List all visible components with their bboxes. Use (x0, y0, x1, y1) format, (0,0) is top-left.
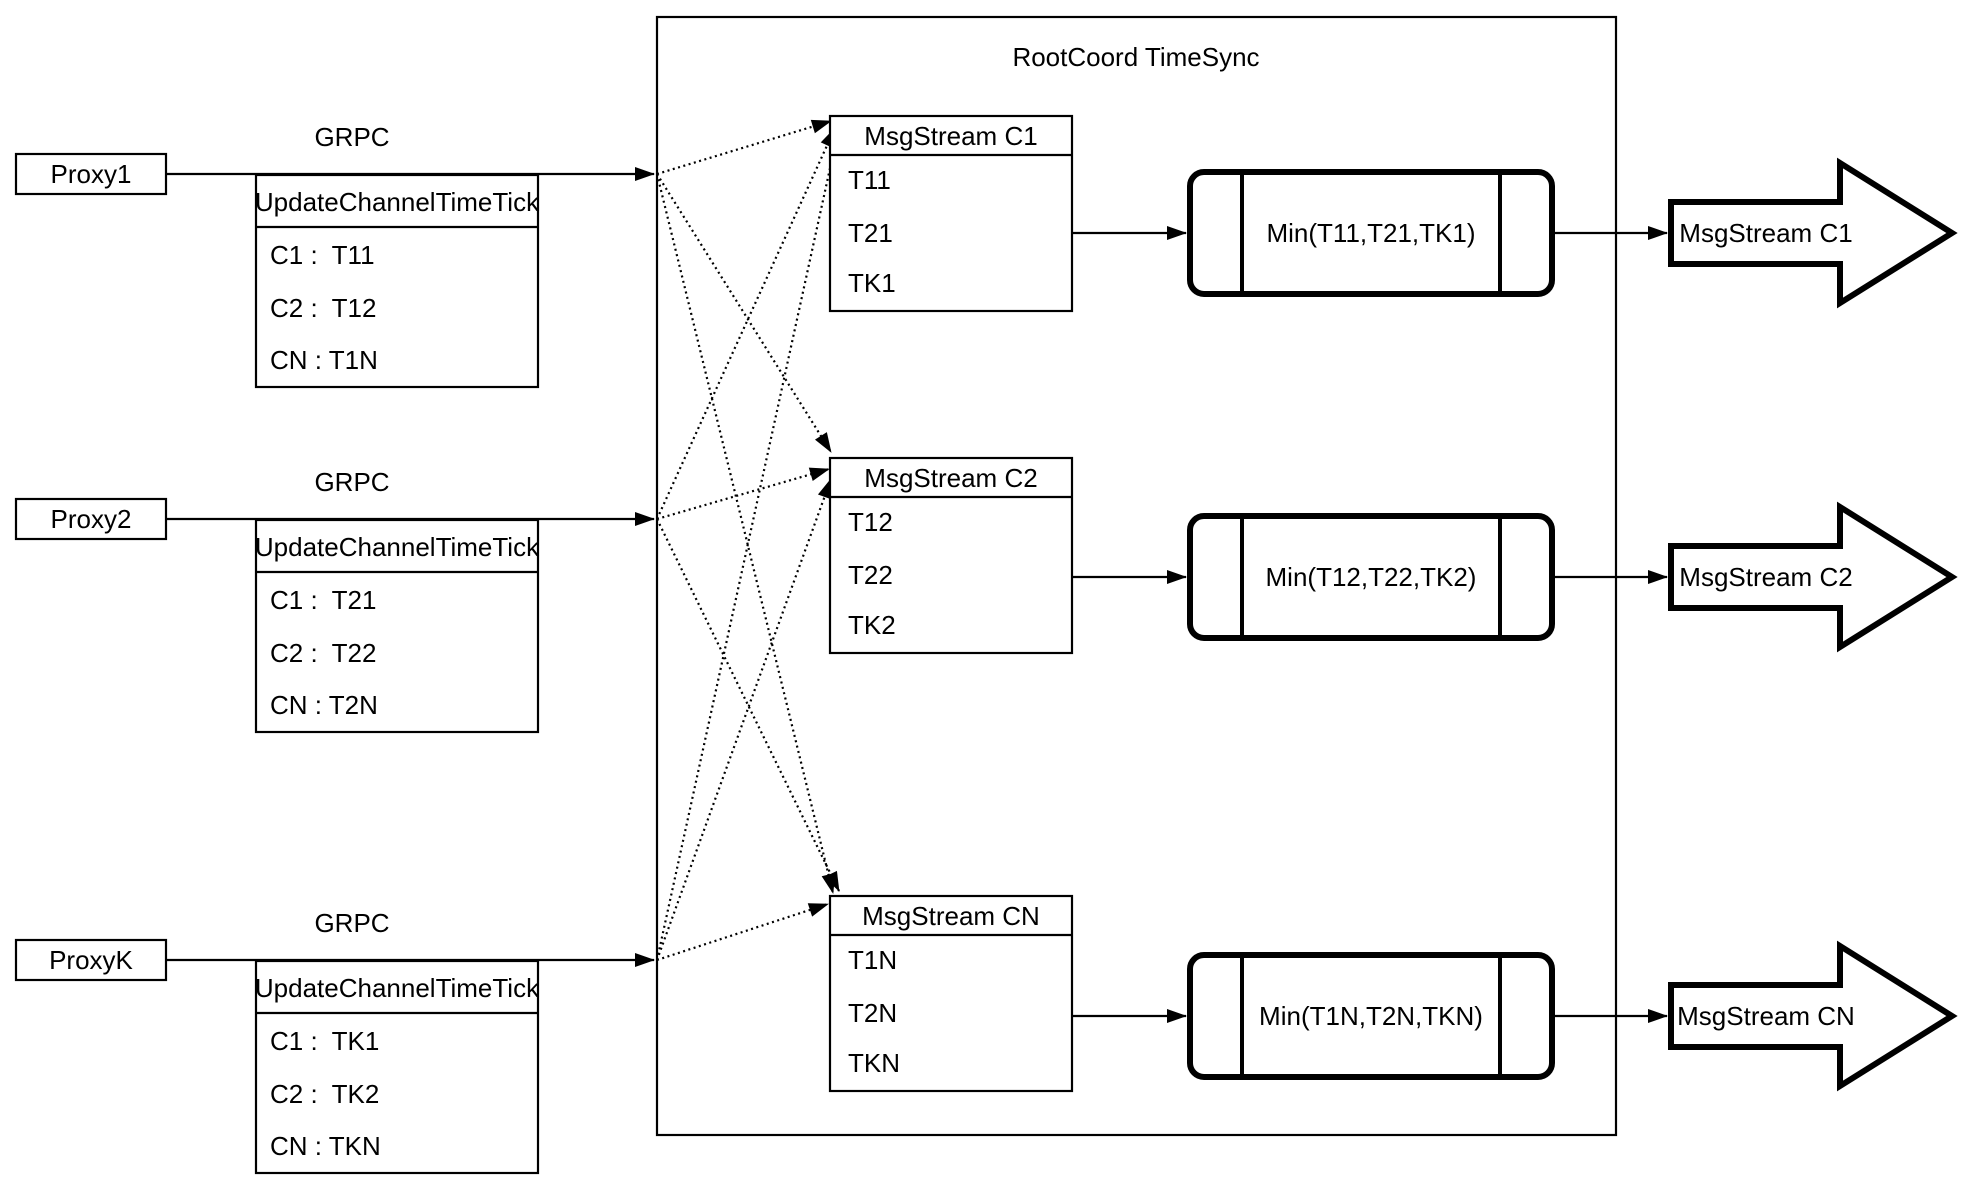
update-entry: CN : TKN (270, 1131, 381, 1161)
msgstream-c1-title: MsgStream C1 (864, 121, 1037, 151)
msgstream-entry: T21 (848, 218, 893, 248)
msgstream-entry: T2N (848, 998, 897, 1028)
msgstream-entry: T22 (848, 560, 893, 590)
update-entry: CN : T1N (270, 345, 378, 375)
msgstream-entry: T12 (848, 507, 893, 537)
update-channel-title: UpdateChannelTimeTick (255, 532, 540, 562)
proxy2-label: Proxy2 (51, 504, 132, 534)
msgstream-cn-title: MsgStream CN (862, 901, 1040, 931)
dotted-link-proxy2-msgstream-c1 (655, 127, 837, 520)
grpc-label: GRPC (314, 467, 389, 497)
msgstream-c2-box (828, 456, 1074, 655)
output-arrow-cn (1668, 940, 1958, 1092)
output-arrow-label: MsgStream CN (1677, 1001, 1855, 1031)
msgstream-c2-title: MsgStream C2 (864, 463, 1037, 493)
dotted-link-proxy2-msgstream-c2 (656, 467, 830, 521)
update-channel-box (254, 959, 540, 1175)
update-channel-title: UpdateChannelTimeTick (255, 187, 540, 217)
msgstream-cn-box (828, 894, 1074, 1093)
update-entry: C1 : T21 (270, 585, 376, 615)
msgstream-entry: TK1 (848, 268, 896, 298)
msgstream-entry: TKN (848, 1048, 900, 1078)
rootcoord-timesync-title: RootCoord TimeSync (1012, 42, 1259, 72)
msgstream-entry: TK2 (848, 610, 896, 640)
proxy1-box (14, 152, 168, 196)
msgstream-c1-box (828, 114, 1074, 313)
update-entry: C2 : T22 (270, 638, 376, 668)
update-channel-box (254, 518, 540, 734)
update-entry: C1 : TK1 (270, 1026, 379, 1056)
proxy-row-3: ProxyK GRPC UpdateChannelTimeTick C1 : T… (14, 894, 1958, 1175)
grpc-label: GRPC (314, 908, 389, 938)
output-arrow-label: MsgStream C2 (1679, 562, 1852, 592)
update-channel-title: UpdateChannelTimeTick (255, 973, 540, 1003)
min-label: Min(T1N,T2N,TKN) (1259, 1001, 1483, 1031)
min-label: Min(T12,T22,TK2) (1266, 562, 1477, 592)
proxyk-label: ProxyK (49, 945, 133, 975)
grpc-label: GRPC (314, 122, 389, 152)
output-arrow-label: MsgStream C1 (1679, 218, 1852, 248)
proxy-row-2: Proxy2 GRPC UpdateChannelTimeTick C1 : T… (14, 456, 1958, 734)
proxy2-box (14, 497, 168, 541)
output-arrow-c2 (1668, 501, 1958, 653)
dotted-links (655, 117, 844, 962)
proxy1-label: Proxy1 (51, 159, 132, 189)
update-entry: C1 : T11 (270, 240, 375, 270)
msgstream-entry: T1N (848, 945, 897, 975)
proxy-row-1: Proxy1 GRPC UpdateChannelTimeTick C1 : T… (14, 114, 1958, 389)
dotted-link-proxyk-msgstream-c1 (655, 117, 844, 961)
update-entry: CN : T2N (270, 690, 378, 720)
dotted-link-proxyk-msgstream-cn (656, 902, 829, 962)
update-channel-box (254, 173, 540, 389)
update-entry: C2 : TK2 (270, 1079, 379, 1109)
output-arrow-c1 (1668, 157, 1958, 309)
update-entry: C2 : T12 (270, 293, 376, 323)
proxyk-box (14, 938, 168, 982)
msgstream-entry: T11 (848, 165, 891, 195)
min-label: Min(T11,T21,TK1) (1266, 218, 1475, 248)
dotted-link-proxy1-msgstream-cn (655, 173, 836, 894)
